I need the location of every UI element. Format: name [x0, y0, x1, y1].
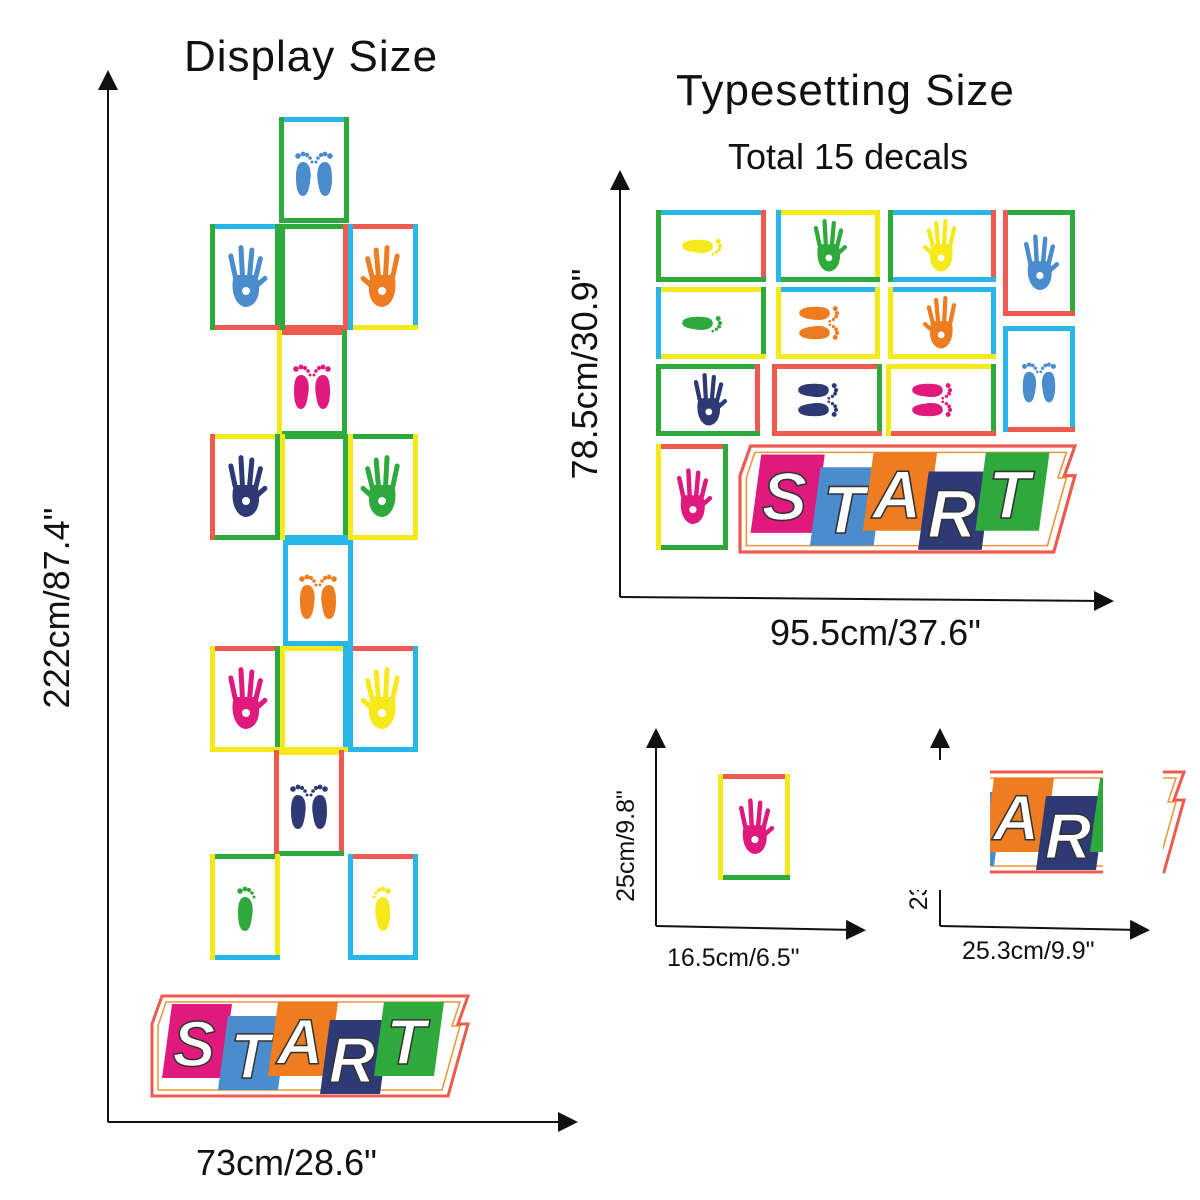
feet-side-tile: [776, 287, 880, 359]
hand-tile: [718, 774, 790, 880]
start-letter-tile: T: [218, 1016, 288, 1093]
display-width-label: 73cm/28.6": [196, 1142, 377, 1183]
feet-tile: [274, 750, 344, 856]
foot-tile: [210, 854, 280, 960]
start-letter-tile: R: [320, 1020, 390, 1097]
hand-tile: [348, 434, 418, 540]
start-letter-tile: T: [374, 1002, 444, 1079]
start-letter: A: [991, 782, 1039, 854]
hand-tile: [1003, 210, 1075, 316]
start-letter-tile: R: [918, 471, 993, 553]
hand-tile: [888, 210, 996, 282]
start-letter: T: [989, 458, 1036, 533]
start-letter: T: [386, 1006, 430, 1078]
hand-tile: [348, 224, 418, 330]
hand-tile: [210, 646, 280, 752]
hand-tile: [888, 287, 996, 359]
start-letter-tile: A: [268, 1002, 338, 1079]
single-tile-width-label: 16.5cm/6.5": [667, 944, 800, 972]
start-letter: A: [870, 458, 921, 533]
hand-tile: [656, 364, 760, 436]
start-letter: R: [329, 1024, 375, 1096]
feet-tile: [277, 330, 347, 436]
start-letter-tile: R: [1036, 796, 1106, 873]
typesetting-size-title: Typesetting Size: [676, 66, 1015, 115]
total-decals-subtitle: Total 15 decals: [728, 136, 969, 177]
start-letter-tile: S: [750, 454, 825, 536]
start-piece-mask: [860, 760, 1163, 890]
blank-tile: [280, 224, 348, 330]
start-letter-tile: A: [984, 778, 1054, 855]
start-piece-width-label: 25.3cm/9.9": [962, 937, 1095, 965]
foot-tile: [348, 854, 418, 960]
typesetting-width-label: 95.5cm/37.6": [770, 612, 981, 653]
feet-tile: [1003, 326, 1075, 432]
start-letter-tile: A: [862, 452, 938, 534]
blank-tile: [280, 646, 348, 752]
feet-tile: [279, 117, 349, 223]
hand-tile: [776, 210, 880, 282]
foot-side-tile: [656, 287, 766, 359]
hand-tile: [656, 444, 728, 550]
start-letter: R: [928, 477, 977, 552]
start-letter: S: [173, 1008, 216, 1080]
start-letter: R: [1045, 800, 1091, 872]
blank-tile: [280, 434, 348, 540]
feet-side-tile: [772, 364, 882, 436]
feet-side-tile: [886, 364, 996, 436]
display-size-title: Display Size: [184, 32, 439, 81]
hand-tile: [210, 434, 280, 540]
feet-tile: [283, 540, 353, 646]
start-letter-tile: S: [162, 1004, 232, 1081]
hand-tile: [348, 646, 418, 752]
start-letter-tile: T: [975, 452, 1050, 534]
hand-tile: [210, 224, 280, 330]
foot-side-tile: [656, 210, 766, 282]
start-letter: T: [230, 1020, 274, 1092]
start-letter: T: [823, 473, 870, 548]
start-letter: S: [762, 460, 807, 535]
start-letter: A: [275, 1006, 323, 1078]
